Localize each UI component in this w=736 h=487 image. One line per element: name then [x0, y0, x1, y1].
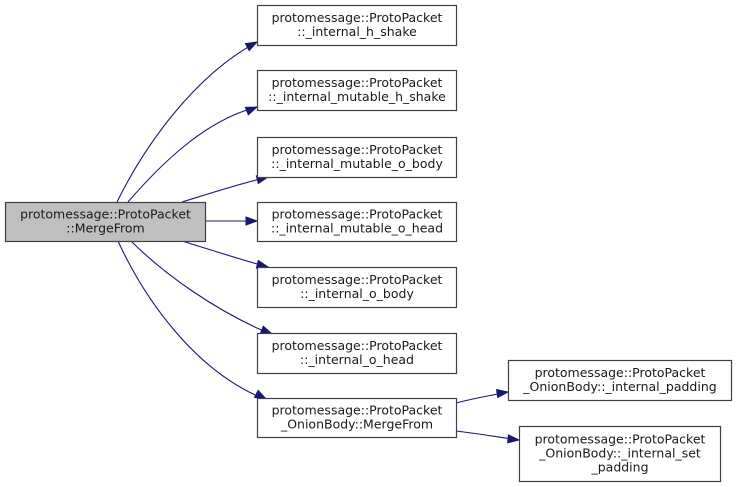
arrowhead-icon [495, 388, 510, 399]
node-merge-from[interactable]: protomessage::ProtoPacket::MergeFrom [4, 201, 207, 243]
node-label-line: ::_internal_o_head [300, 352, 414, 367]
node-internal-h-shake[interactable]: protomessage::ProtoPacket::_internal_h_s… [256, 4, 458, 47]
node-box [4, 201, 207, 243]
edge-line [181, 240, 269, 268]
edge-line [181, 176, 269, 203]
node-label-line: protomessage::ProtoPacket [272, 207, 443, 222]
node-label-line: protomessage::ProtoPacket [272, 10, 443, 25]
node-box [256, 201, 458, 243]
edge-merge-from-to-internal-o-head [130, 240, 274, 335]
node-label-line: protomessage::ProtoPacket [20, 207, 191, 222]
edge-merge-from-to-onionbody-merge-from [117, 240, 268, 400]
node-box [256, 266, 458, 309]
node-label-line: protomessage::ProtoPacket [272, 75, 443, 90]
edge-line [455, 392, 504, 404]
node-box [256, 4, 458, 47]
edges-layer [116, 41, 521, 444]
nodes-layer: protomessage::ProtoPacket::MergeFromprot… [4, 4, 733, 483]
edge-line [130, 240, 269, 334]
arrowhead-icon [245, 216, 259, 226]
edge-merge-from-to-internal-mutable-h-shake [127, 106, 259, 203]
node-label-line: _OnionBody::_internal_set [538, 446, 701, 461]
node-onionbody-merge-from[interactable]: protomessage::ProtoPacket_OnionBody::Mer… [256, 397, 458, 439]
edge-onionbody-merge-from-to-onionbody-internal-padding [455, 388, 510, 404]
node-label-line: protomessage::ProtoPacket [535, 365, 706, 380]
edge-line [116, 41, 258, 203]
node-internal-o-body[interactable]: protomessage::ProtoPacket::_internal_o_b… [256, 266, 458, 309]
node-box [256, 69, 458, 112]
node-internal-mutable-h-shake[interactable]: protomessage::ProtoPacket::_internal_mut… [256, 69, 458, 112]
node-label-line: ::_internal_mutable_h_shake [268, 89, 446, 104]
edge-merge-from-to-internal-o-body [181, 240, 270, 269]
node-box [256, 136, 458, 179]
node-internal-mutable-o-head[interactable]: protomessage::ProtoPacket::_internal_mut… [256, 201, 458, 243]
node-label-line: ::_internal_h_shake [297, 24, 417, 39]
node-label-line: ::MergeFrom [66, 221, 144, 236]
node-box [256, 397, 458, 439]
edge-merge-from-to-internal-mutable-o-head [205, 216, 259, 226]
node-label-line: protomessage::ProtoPacket [272, 142, 443, 157]
node-label-line: ::_internal_mutable_o_body [271, 156, 443, 171]
edge-line [127, 106, 258, 203]
node-label-line: _OnionBody::_internal_padding [522, 379, 716, 394]
edge-merge-from-to-internal-mutable-o-body [181, 175, 270, 203]
node-box [256, 332, 458, 375]
node-label-line: _OnionBody::MergeFrom [280, 417, 433, 432]
node-label-line: protomessage::ProtoPacket [272, 338, 443, 353]
node-internal-mutable-o-body[interactable]: protomessage::ProtoPacket::_internal_mut… [256, 136, 458, 179]
arrowhead-icon [244, 41, 259, 52]
node-onionbody-internal-set-padding[interactable]: protomessage::ProtoPacket_OnionBody::_in… [518, 425, 722, 483]
node-label-line: ::_internal_mutable_o_head [271, 221, 443, 236]
node-label-line: protomessage::ProtoPacket [272, 403, 443, 418]
node-box [507, 359, 733, 402]
node-label-line: protomessage::ProtoPacket [535, 432, 706, 447]
node-label-line: _padding [590, 460, 648, 475]
edge-line [117, 240, 263, 399]
edge-merge-from-to-internal-h-shake [116, 41, 259, 203]
arrowhead-icon [244, 106, 259, 116]
arrowhead-icon [253, 389, 268, 400]
node-box [518, 425, 722, 483]
node-onionbody-internal-padding[interactable]: protomessage::ProtoPacket_OnionBody::_in… [507, 359, 733, 402]
edge-line [455, 430, 514, 440]
node-label-line: protomessage::ProtoPacket [272, 272, 443, 287]
edge-onionbody-merge-from-to-onionbody-internal-set-padding [455, 430, 521, 444]
arrowhead-icon [507, 434, 521, 444]
arrowhead-icon [259, 325, 274, 335]
node-label-line: ::_internal_o_body [300, 286, 414, 301]
node-internal-o-head[interactable]: protomessage::ProtoPacket::_internal_o_h… [256, 332, 458, 375]
